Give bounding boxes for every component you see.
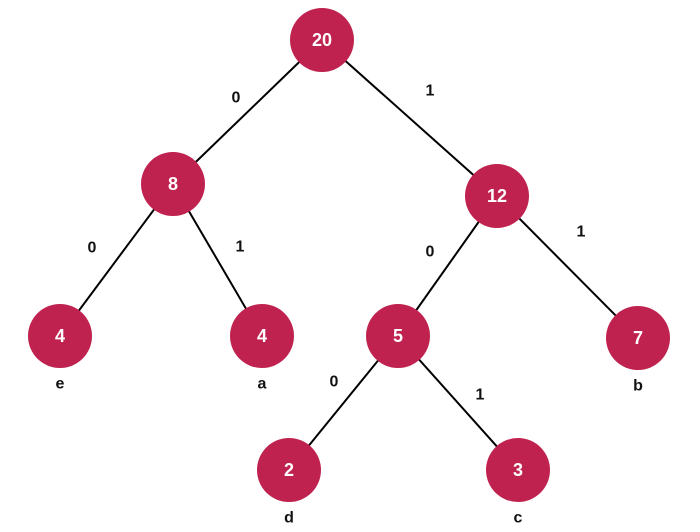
leaf-symbol-label: b: [633, 378, 643, 395]
node-circle: [606, 306, 670, 370]
leaf-node: 2: [257, 438, 321, 502]
node-value: 2: [284, 460, 294, 480]
edge-bit-label: 0: [232, 90, 241, 107]
node-value: 7: [633, 328, 643, 348]
leaf-node: 4: [28, 304, 92, 368]
edge-bit-label: 0: [426, 244, 435, 261]
internal-node: 20: [290, 8, 354, 72]
tree-edge: [172, 39, 323, 185]
leaf-symbol-label: a: [258, 376, 267, 393]
node-circle: [486, 438, 550, 502]
edge-bit-label: 1: [476, 387, 485, 404]
node-circle: [465, 164, 529, 228]
leaf-symbol-label: c: [514, 510, 523, 527]
node-circle: [290, 8, 354, 72]
node-value: 5: [393, 326, 403, 346]
node-circle: [257, 438, 321, 502]
edge-bit-label: 1: [577, 224, 586, 241]
node-value: 20: [312, 30, 332, 50]
node-circle: [28, 304, 92, 368]
edges-layer: [59, 39, 639, 471]
leaf-symbol-label: e: [56, 376, 65, 393]
edge-bit-label: 1: [426, 83, 435, 100]
edge-bit-label: 0: [330, 374, 339, 391]
internal-node: 8: [141, 152, 205, 216]
nodes-layer: 20 8 12 4 4 5 7 2 3: [28, 8, 670, 502]
tree-edge: [321, 39, 498, 197]
node-circle: [366, 304, 430, 368]
node-value: 4: [257, 326, 267, 346]
edge-bit-label: 1: [236, 239, 245, 256]
edge-labels-layer: 0 1 0 1 0 1 0 1: [88, 83, 586, 404]
node-value: 4: [55, 326, 65, 346]
leaf-node: 3: [486, 438, 550, 502]
node-value: 3: [513, 460, 523, 480]
leaf-symbol-label: d: [284, 510, 294, 527]
node-value: 12: [487, 186, 507, 206]
node-circle: [141, 152, 205, 216]
leaf-labels-layer: e a b d c: [56, 376, 644, 527]
node-value: 8: [168, 174, 178, 194]
leaf-node: 7: [606, 306, 670, 370]
node-circle: [230, 304, 294, 368]
internal-node: 12: [465, 164, 529, 228]
tree-edge: [496, 195, 639, 339]
internal-node: 5: [366, 304, 430, 368]
leaf-node: 4: [230, 304, 294, 368]
edge-bit-label: 0: [88, 240, 97, 257]
